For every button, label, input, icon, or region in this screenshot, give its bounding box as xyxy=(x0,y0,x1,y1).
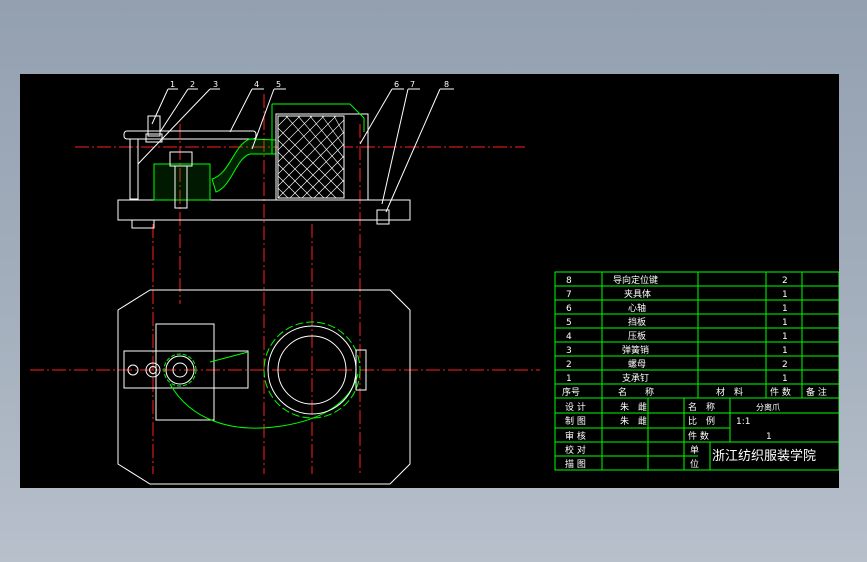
callout-5: 5 xyxy=(276,80,281,89)
tb-unit-label-2: 位 xyxy=(690,458,699,470)
bom-name: 心轴 xyxy=(628,302,646,314)
tb-draw-value: 朱 雌 xyxy=(620,415,647,427)
bom-no: 2 xyxy=(566,360,572,370)
ring-dashed xyxy=(263,321,361,419)
clamp-block xyxy=(155,323,215,421)
callouts: 1 2 3 4 5 6 7 8 xyxy=(137,80,454,213)
tb-draw-label: 制 图 xyxy=(565,415,586,427)
tb-design-value: 朱 雌 xyxy=(620,401,647,413)
bom-header-qty: 件 数 xyxy=(770,386,791,398)
fixture-block xyxy=(153,163,211,201)
bom-no: 7 xyxy=(566,290,572,300)
locating-key xyxy=(376,209,390,225)
bom-name: 导向定位键 xyxy=(613,274,658,286)
callout-6: 6 xyxy=(394,80,399,89)
bom-name: 螺母 xyxy=(628,359,646,370)
bom-name: 支承钉 xyxy=(622,372,649,384)
bom-name: 夹具体 xyxy=(624,288,651,300)
bom-qty: 1 xyxy=(782,304,788,314)
bom-text: 8 导向定位键 2 7 夹具体 1 6 心轴 1 5 挡板 1 4 压板 1 3… xyxy=(562,274,827,470)
bom-name: 压板 xyxy=(628,330,646,342)
tb-review-label: 审 核 xyxy=(565,430,586,442)
tb-count-value: 1 xyxy=(766,432,772,442)
bolt-head xyxy=(147,115,161,137)
tb-count-label: 件 数 xyxy=(688,430,709,442)
tb-name-value: 分离爪 xyxy=(756,402,780,412)
cross-hatching xyxy=(277,115,345,199)
ring-inner xyxy=(277,335,347,405)
callout-3: 3 xyxy=(213,80,218,89)
clamp-plate xyxy=(123,130,257,140)
base-foot-left xyxy=(131,219,155,229)
callout-1: 1 xyxy=(170,80,175,89)
bom-name: 挡板 xyxy=(628,316,646,328)
bom-header-no: 序号 xyxy=(562,386,580,398)
callout-8: 8 xyxy=(444,80,449,89)
stop-plate xyxy=(355,349,367,391)
bom-qty: 1 xyxy=(782,332,788,342)
callout-2: 2 xyxy=(190,80,195,89)
bom-no: 8 xyxy=(566,276,572,286)
bom-no: 3 xyxy=(566,346,572,356)
bom-qty: 2 xyxy=(782,276,788,286)
bom-no: 1 xyxy=(566,374,572,384)
base-plate xyxy=(117,199,411,221)
bom-no: 5 xyxy=(566,318,572,328)
workpiece-outline-top xyxy=(272,103,365,132)
bom-header-material: 材 料 xyxy=(716,386,743,398)
pin-hole xyxy=(127,364,139,376)
bom-qty: 1 xyxy=(782,290,788,300)
tb-unit-value: 浙江纺织服装学院 xyxy=(712,448,816,464)
tb-unit-label-1: 单 xyxy=(690,444,699,456)
base-outline xyxy=(117,289,411,485)
nut-outer xyxy=(165,355,195,385)
nut-dashed xyxy=(163,353,197,387)
tb-design-label: 设 计 xyxy=(565,401,586,413)
top-view xyxy=(117,289,411,485)
tb-scale-value: 1:1 xyxy=(736,417,750,427)
washer-inner xyxy=(149,366,157,374)
clamp-bar xyxy=(123,350,249,389)
bom-header-note: 备 注 xyxy=(806,386,827,398)
tb-scale-label: 比 例 xyxy=(688,415,715,427)
bom-qty: 1 xyxy=(782,318,788,328)
support-post xyxy=(129,138,139,200)
arm-profile xyxy=(211,138,277,193)
tb-check-label: 校 对 xyxy=(565,444,586,456)
arm-edge xyxy=(209,351,249,363)
stud xyxy=(174,165,188,209)
nut-top xyxy=(145,133,163,143)
fixture-drawing: 1 2 3 4 5 6 7 8 xyxy=(30,80,839,485)
workpiece-body xyxy=(275,113,369,201)
arm-outline xyxy=(169,373,359,429)
cad-viewport[interactable]: 1 2 3 4 5 6 7 8 xyxy=(20,74,839,488)
bom-header-name: 名 称 xyxy=(618,386,654,398)
bom-qty: 1 xyxy=(782,374,788,384)
front-view xyxy=(117,103,411,229)
tb-trace-label: 描 图 xyxy=(565,458,586,470)
nut-inner xyxy=(172,362,188,378)
bom-table xyxy=(554,271,839,471)
bom-qty: 2 xyxy=(782,360,788,370)
bom-qty: 1 xyxy=(782,346,788,356)
washer-outer xyxy=(145,362,161,378)
bom-no: 6 xyxy=(566,304,572,314)
callout-4: 4 xyxy=(254,80,259,89)
bom-no: 4 xyxy=(566,332,572,342)
bom-name: 弹簧销 xyxy=(622,344,649,356)
tb-name-label: 名 称 xyxy=(688,401,715,413)
callout-7: 7 xyxy=(410,80,415,89)
